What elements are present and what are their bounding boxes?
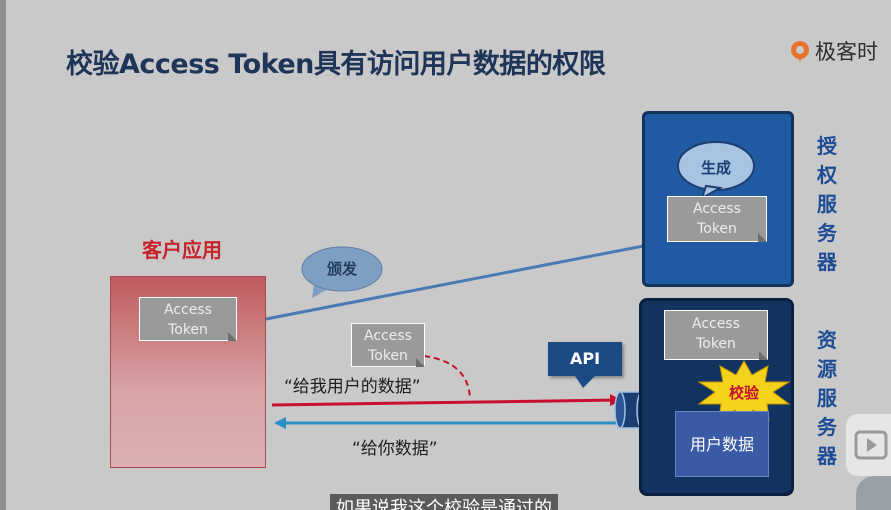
client-app-label: 客户应用	[142, 238, 222, 262]
label-char: 源	[817, 357, 837, 381]
label-char: 器	[817, 250, 837, 274]
request-arrow	[271, 394, 622, 407]
token-text-line2: Token	[368, 348, 408, 364]
label-char: 资	[817, 328, 837, 352]
token-fold-corner	[758, 233, 767, 242]
label-char: 务	[817, 221, 837, 245]
left-edge-bar	[0, 0, 6, 510]
token-fold-corner	[416, 358, 425, 367]
label-char: 服	[817, 386, 837, 410]
resource-access-token: Access Token	[664, 310, 768, 360]
label-char: 授	[817, 134, 837, 158]
play-icon	[854, 430, 888, 460]
token-text-line2: Token	[168, 322, 208, 338]
client-access-token: Access Token	[139, 297, 237, 341]
response-text: “给你数据”	[352, 439, 438, 459]
token-text-line2: Token	[697, 221, 737, 237]
verify-text: 校验	[728, 384, 759, 402]
generate-bubble-text: 生成	[700, 159, 731, 177]
issue-bubble-text: 颁发	[326, 260, 357, 278]
brand-logo: 极客时	[788, 36, 878, 66]
auth-access-token: Access Token	[667, 196, 767, 242]
label-char: 权	[817, 163, 837, 187]
token-text-line2: Token	[696, 336, 736, 352]
presenter-avatar	[856, 476, 891, 510]
token-fold-corner	[759, 351, 768, 360]
token-fold-corner	[228, 332, 237, 341]
token-attach-curve	[423, 355, 471, 399]
api-pointer	[575, 376, 595, 388]
request-access-token: Access Token	[351, 323, 425, 367]
label-char: 服	[817, 192, 837, 216]
issue-speech-bubble	[301, 246, 383, 298]
logo-text: 极客时	[815, 40, 878, 64]
slide-title: 校验Access Token具有访问用户数据的权限	[66, 49, 606, 80]
label-char: 务	[817, 415, 837, 439]
auth-server-label: 授 权 服 务 器	[815, 132, 839, 277]
video-subtitle: 如果说我这个校验是通过的	[330, 494, 558, 510]
play-button[interactable]	[846, 414, 891, 476]
token-text-line1: Access	[693, 201, 741, 217]
user-data-box: 用户数据	[675, 411, 769, 477]
generate-speech-bubble	[677, 141, 755, 198]
api-label: API	[548, 342, 622, 376]
request-text: “给我用户的数据”	[284, 377, 421, 397]
token-text-line1: Access	[692, 316, 740, 332]
issue-arrow	[238, 240, 665, 328]
token-text-line1: Access	[364, 328, 412, 344]
label-char: 器	[817, 444, 837, 468]
resource-server-label: 资 源 服 务 器	[815, 326, 839, 471]
token-text-line1: Access	[164, 302, 212, 318]
geektime-logo-icon	[791, 41, 809, 62]
